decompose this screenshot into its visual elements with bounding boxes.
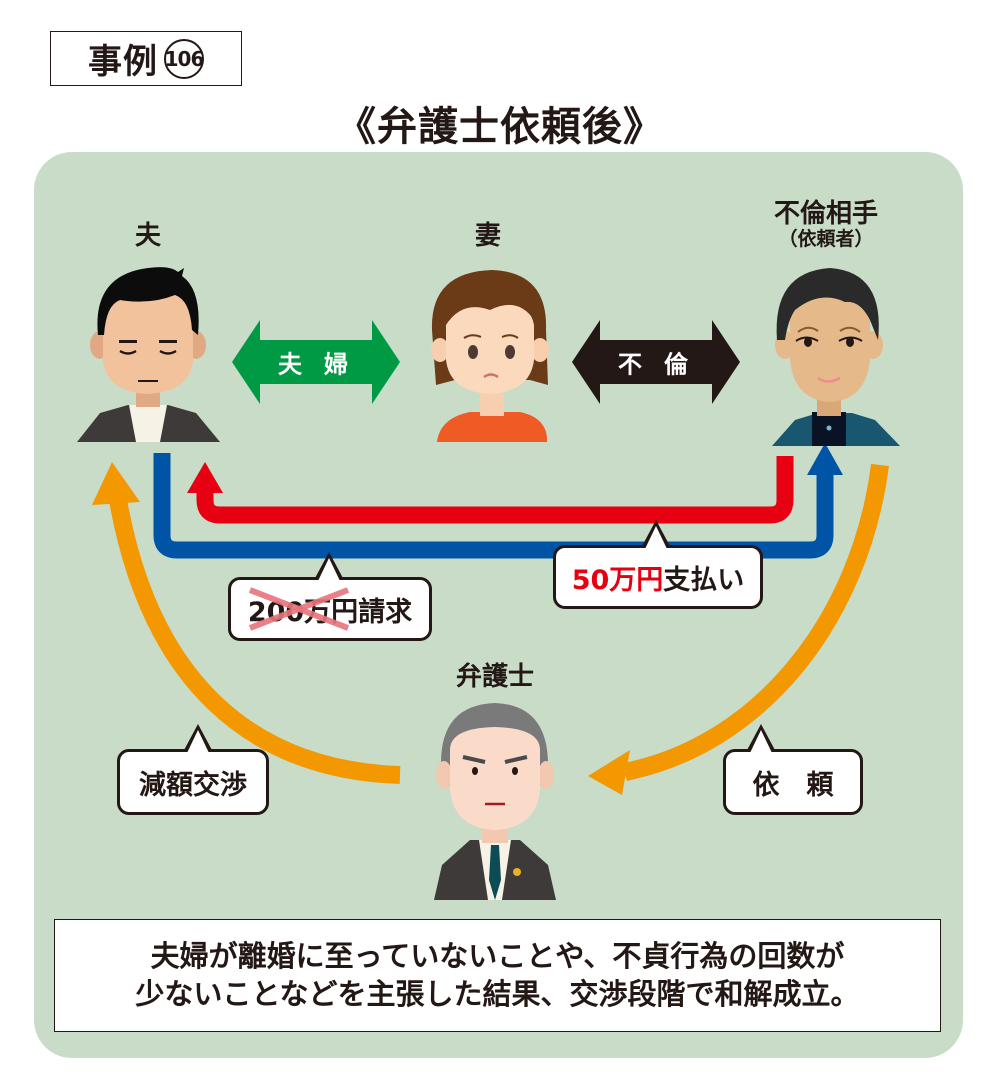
case-number-box: 事例 106 <box>50 31 242 86</box>
married-double-arrow <box>232 320 400 404</box>
request-arrow <box>588 463 889 795</box>
bubble-tail <box>746 724 776 753</box>
affair-partner-label: 不倫相手 （依頼者） <box>774 200 878 249</box>
summary-line-2: 少ないことなどを主張した結果、交渉段階で和解成立。 <box>135 976 860 1011</box>
claim-suffix: 請求 <box>358 596 413 628</box>
strike-x-icon <box>248 586 349 631</box>
page-title: 《弁護士依頼後》 <box>336 104 664 150</box>
payment-suffix: 支払い <box>663 564 745 596</box>
claim-arrow <box>153 443 843 559</box>
request-bubble: 依 頼 <box>723 724 863 815</box>
summary-line-1: 夫婦が離婚に至っていないことや、不貞行為の回数が <box>150 938 845 973</box>
payment-amount: 50万円 <box>571 564 664 596</box>
summary-box: 夫婦が離婚に至っていないことや、不貞行為の回数が 少ないことなどを主張した結果、… <box>54 919 941 1032</box>
case-number-badge: 106 <box>164 38 204 79</box>
married-label: 夫婦 <box>278 350 370 379</box>
lawyer-label: 弁護士 <box>455 662 535 692</box>
wife-avatar <box>431 270 549 442</box>
lawyer-avatar <box>434 703 556 900</box>
claim-bubble: 200万円 請求 <box>228 552 432 641</box>
affair-double-arrow <box>572 320 740 404</box>
affair-label: 不倫 <box>618 350 710 379</box>
affair-partner-avatar <box>772 268 900 446</box>
request-label: 依 頼 <box>752 769 834 801</box>
husband-avatar <box>77 267 220 442</box>
bubble-tail <box>314 552 344 581</box>
bubble-tail <box>183 724 213 753</box>
wife-label: 妻 <box>474 221 502 251</box>
payment-arrow <box>187 456 794 524</box>
husband-label: 夫 <box>134 221 162 251</box>
negotiation-bubble: 減額交渉 <box>117 724 269 815</box>
bubble-tail <box>641 520 671 549</box>
affair-partner-role: （依頼者） <box>778 227 874 250</box>
negotiation-label: 減額交渉 <box>139 769 247 801</box>
payment-bubble: 50万円 支払い <box>553 520 763 609</box>
claim-amount-struck: 200万円 <box>248 586 358 631</box>
negotiation-arrow <box>92 462 401 784</box>
case-label: 事例 <box>88 42 158 82</box>
affair-partner-name: 不倫相手 <box>773 199 879 229</box>
